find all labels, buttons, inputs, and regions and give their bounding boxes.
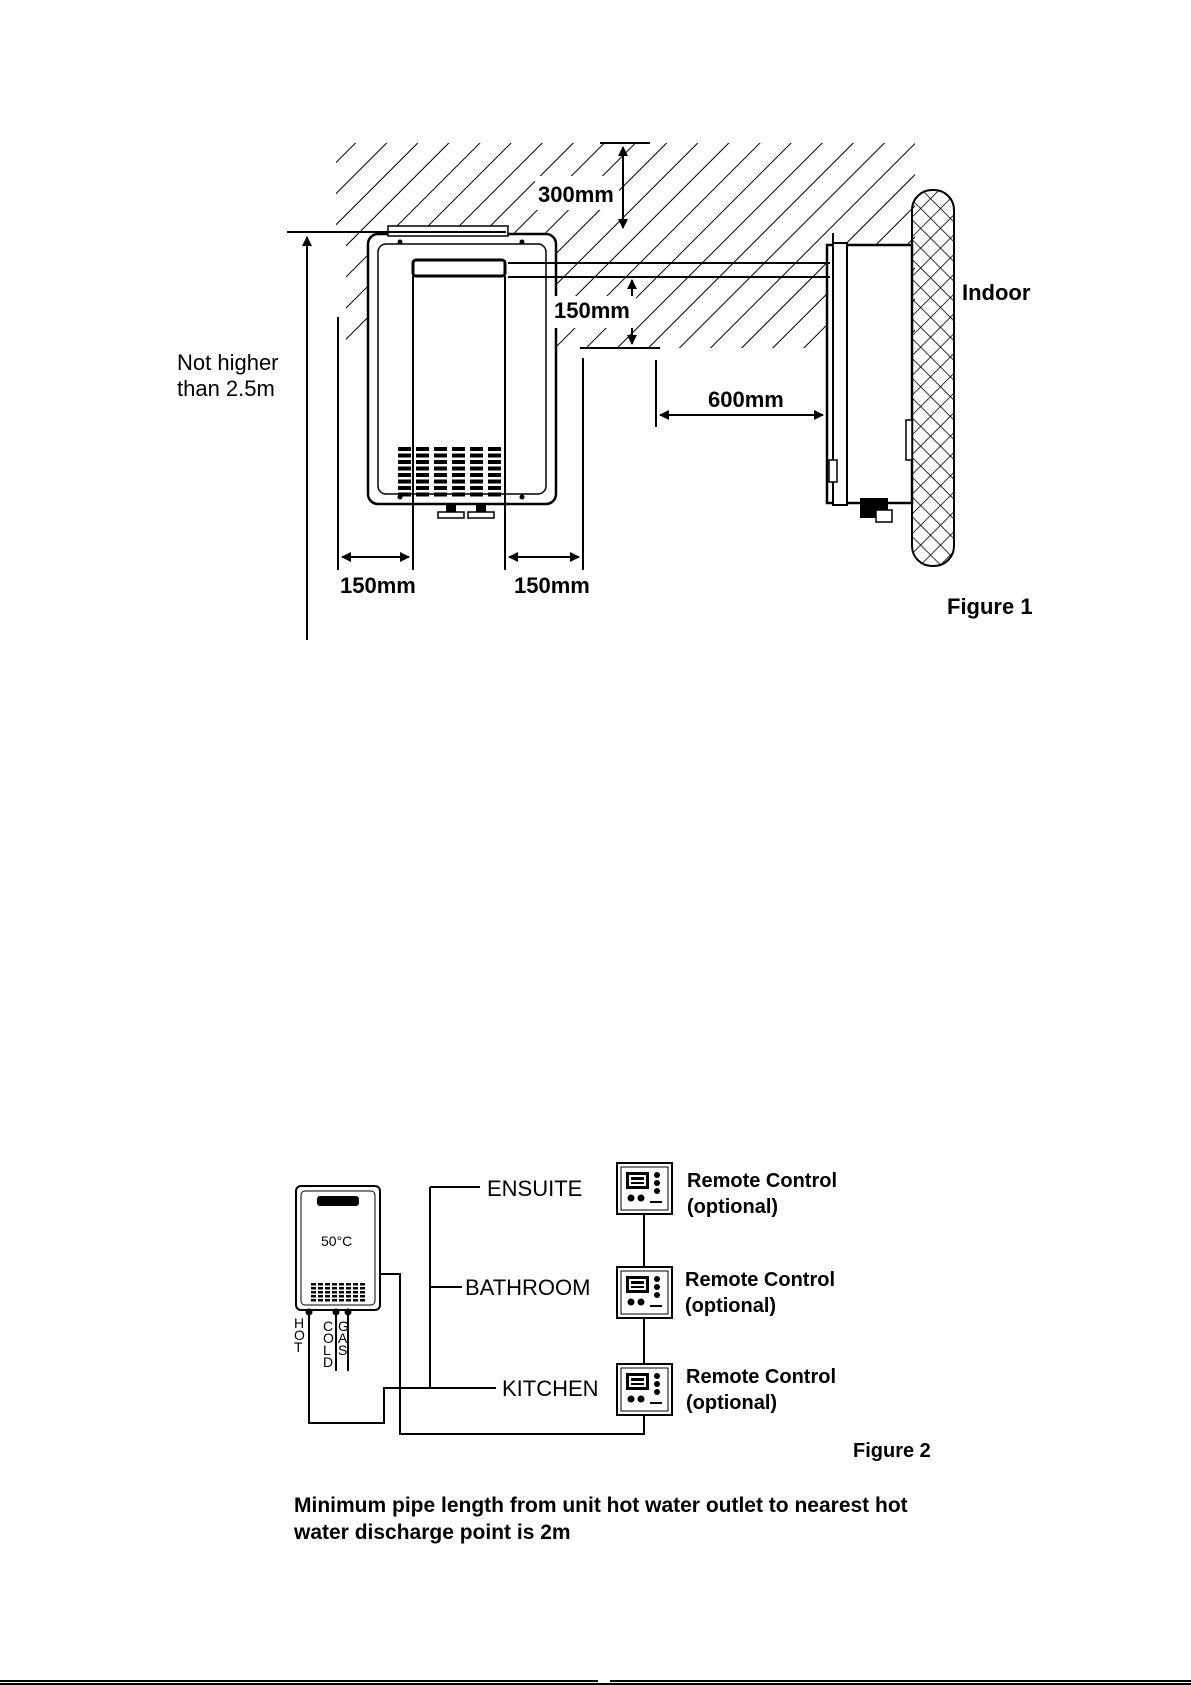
dim-label-right: 150mm — [514, 573, 590, 598]
figure-1-caption: Figure 1 — [947, 594, 1033, 619]
pipe-label-gas-letter: S — [338, 1342, 347, 1358]
figure-1: 300mm 150mm 150mm 150mm 600mm Not higher… — [177, 143, 1033, 640]
remote-control-3 — [617, 1364, 672, 1415]
remote-control-1 — [617, 1163, 672, 1214]
remote-label-3-line2: (optional) — [686, 1392, 777, 1414]
heater-front-view — [368, 226, 556, 518]
dim-label-mid: 150mm — [554, 298, 630, 323]
heater-side-view — [827, 233, 912, 522]
remote-label-3-line1: Remote Control — [686, 1366, 836, 1388]
dim-label-side: 600mm — [708, 387, 784, 412]
remote-label-1-line1: Remote Control — [687, 1170, 837, 1192]
indoor-label: Indoor — [962, 280, 1031, 305]
wall-crosshatch — [912, 190, 954, 566]
pipe-label-cold-letter: D — [323, 1354, 333, 1370]
unit-temperature: 50°C — [321, 1233, 352, 1249]
outlet-ensuite: ENSUITE — [487, 1176, 582, 1201]
height-label-line2: than 2.5m — [177, 376, 275, 401]
outlet-kitchen: KITCHEN — [502, 1376, 599, 1401]
heater-unit: 50°C — [296, 1186, 380, 1316]
pipe-label-hot: HOT — [294, 1315, 305, 1355]
remote-label-2-line1: Remote Control — [685, 1269, 835, 1291]
remote-label-1-line2: (optional) — [687, 1196, 778, 1218]
pipe-length-note: Minimum pipe length from unit hot water … — [294, 1492, 954, 1546]
height-label-line1: Not higher — [177, 350, 279, 375]
pipe-label-gas: GAS — [338, 1318, 349, 1358]
dim-label-top: 300mm — [538, 182, 614, 207]
dim-label-left: 150mm — [340, 573, 416, 598]
remote-control-2 — [617, 1267, 672, 1318]
outlet-bathroom: BATHROOM — [465, 1275, 590, 1300]
pipe-label-hot-letter: T — [294, 1339, 303, 1355]
figure-2-caption: Figure 2 — [853, 1440, 931, 1462]
remote-label-2-line2: (optional) — [685, 1295, 776, 1317]
